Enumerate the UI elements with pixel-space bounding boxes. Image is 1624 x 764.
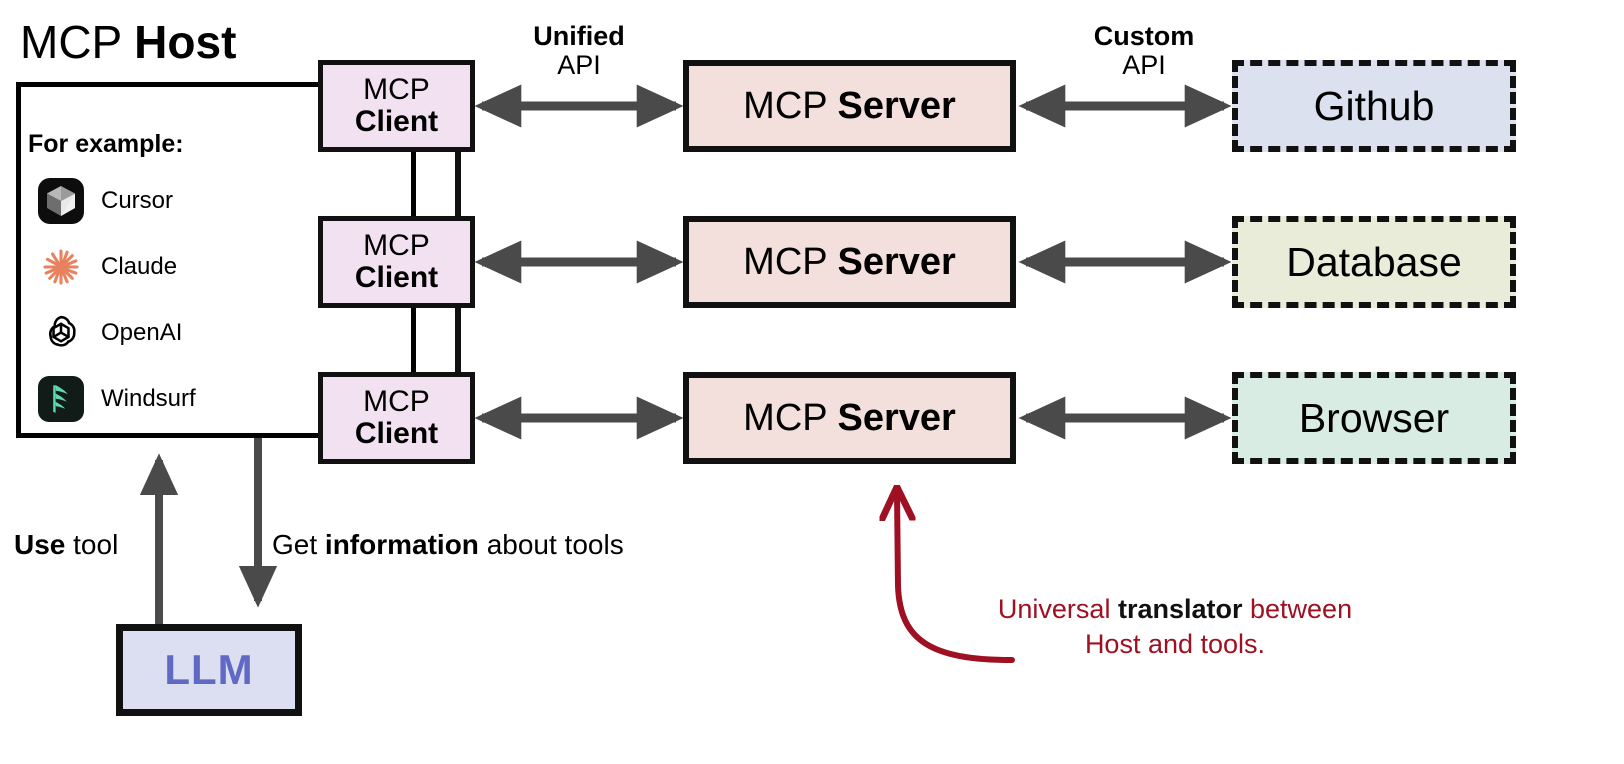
mcp-client-box-2[interactable]: MCP Client [318,216,475,308]
page-title-plain: MCP [20,16,135,68]
page-title: MCP Host [20,17,236,67]
translator-annotation: Universal translator between Host and to… [955,592,1395,661]
tool-label: Github [1313,82,1435,129]
llm-label: LLM [164,646,254,693]
custom-api-label-weak: API [1122,50,1166,81]
translator-annotation-line1: Universal translator between [955,592,1395,627]
unified-api-label-weak: API [557,50,601,81]
list-item: Windsurf [38,366,338,432]
get-information-label-post: about tools [478,529,624,560]
list-item-label: Windsurf [101,385,196,412]
get-information-label-bold: information [324,529,479,560]
use-tool-label-bold: Use [14,529,66,560]
mcp-client-box-3[interactable]: MCP Client [318,372,475,464]
windsurf-logo-icon [38,376,84,422]
get-information-label-pre: Get [272,529,325,560]
use-tool-label: Use tool [14,529,118,561]
mcp-server-label-plain: MCP [743,396,838,439]
openai-logo-icon [38,310,84,356]
tool-box-database[interactable]: Database [1232,216,1516,308]
mcp-client-label-line1: MCP [363,73,430,107]
tool-box-browser[interactable]: Browser [1232,372,1516,464]
list-item-label: Claude [101,253,178,280]
llm-box[interactable]: LLM [116,624,302,716]
unified-api-label-strong: Unified [533,21,625,51]
list-item: OpenAI [38,300,338,366]
mcp-server-label-bold: Server [837,84,956,127]
mcp-server-box-2[interactable]: MCP Server [683,216,1016,308]
translator-annotation-bold: translator [1117,594,1243,624]
mcp-server-label-plain: MCP [743,240,838,283]
list-item-label: OpenAI [101,319,183,346]
translator-annotation-post: between [1242,594,1353,624]
list-item-label: Cursor [101,187,174,214]
mcp-client-label-line1: MCP [363,229,430,263]
page-title-bold: Host [134,16,237,68]
example-hosts-list: Cursor [38,168,338,432]
mcp-server-label: MCP Server [743,241,956,284]
use-tool-label-plain: tool [65,529,119,560]
mcp-server-label: MCP Server [743,85,956,128]
tool-box-github[interactable]: Github [1232,60,1516,152]
translator-annotation-line2: Host and tools. [1084,628,1266,659]
translator-annotation-pre: Universal [997,594,1118,624]
get-information-label: Get information about tools [272,529,624,561]
mcp-client-box-1[interactable]: MCP Client [318,60,475,152]
list-item: Claude [38,234,338,300]
for-example-label: For example: [28,130,184,158]
mcp-client-label-line1: MCP [363,385,430,419]
unified-api-label: Unified API [503,21,655,81]
mcp-client-label-line2: Client [354,105,439,138]
mcp-server-box-1[interactable]: MCP Server [683,60,1016,152]
mcp-server-label-bold: Server [837,240,956,283]
claude-logo-icon [38,244,84,290]
custom-api-label: Custom API [1068,21,1220,81]
mcp-client-label-line2: Client [354,261,439,294]
mcp-client-label-line2: Client [354,417,439,450]
mcp-server-box-3[interactable]: MCP Server [683,372,1016,464]
cursor-logo-icon [38,178,84,224]
tool-label: Browser [1298,394,1450,441]
custom-api-label-strong: Custom [1093,21,1195,51]
tool-label: Database [1286,238,1462,285]
mcp-server-label: MCP Server [743,397,956,440]
mcp-server-label-bold: Server [837,396,956,439]
mcp-server-label-plain: MCP [743,84,838,127]
list-item: Cursor [38,168,338,234]
